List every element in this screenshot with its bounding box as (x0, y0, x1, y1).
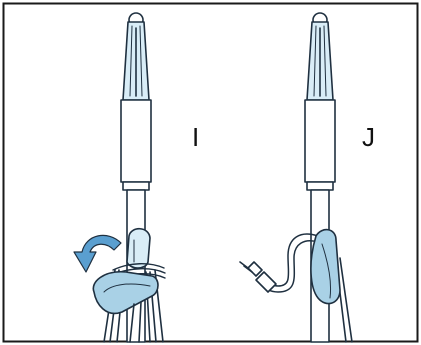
panel-i (92, 12, 166, 343)
pole-collar (122, 181, 150, 191)
plug-icon (239, 261, 277, 293)
step-label-i: I (192, 122, 199, 152)
cord-clip-j (310, 228, 341, 305)
cord-clip (126, 227, 151, 269)
curved-arrow-icon (73, 234, 122, 273)
pole-upper-section-j (304, 99, 336, 183)
diagram-frame (2, 2, 419, 343)
pole-collar-j (306, 181, 334, 191)
panel-j (239, 12, 353, 343)
step-label-j: J (362, 122, 375, 152)
cord-hook-head (92, 271, 159, 315)
pole-upper-section (120, 99, 152, 183)
